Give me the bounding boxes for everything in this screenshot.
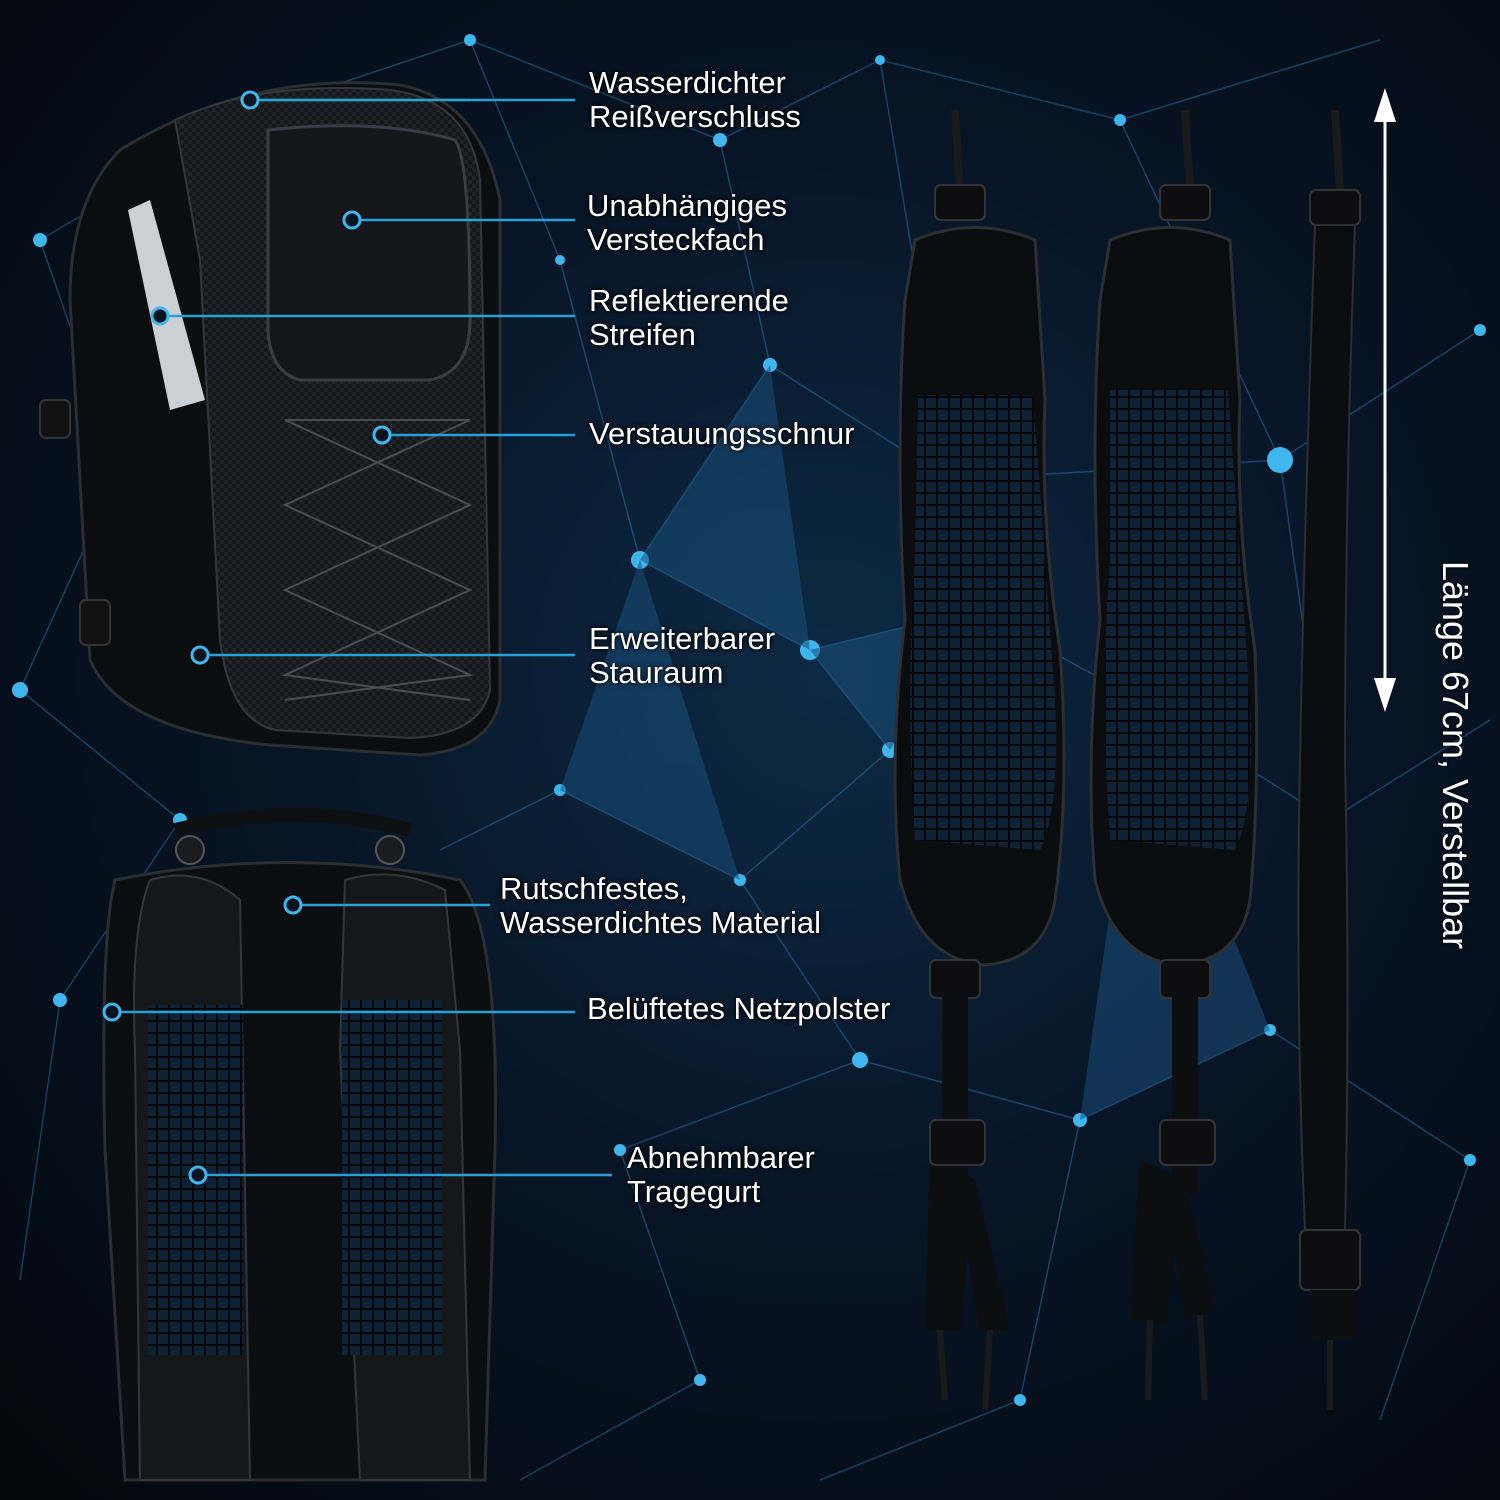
callout-dot-material (283, 895, 303, 915)
callout-expandable-line1: Erweiterbarer (589, 621, 776, 656)
callout-strap-line1: Abnehmbarer (627, 1140, 815, 1175)
callout-dot-mesh (102, 1002, 122, 1022)
double-headed-arrow-icon (1374, 88, 1396, 712)
callout-expandable-line2: Stauraum (589, 655, 724, 690)
callout-dot-zipper (240, 90, 260, 110)
callout-dot-strap (188, 1165, 208, 1185)
callout-mesh-line1: Belüftetes Netzpolster (587, 991, 891, 1026)
callout-expandable: Erweiterbarer Stauraum (589, 622, 775, 690)
callout-bungee-line1: Verstauungsschnur (589, 416, 855, 451)
callout-bungee: Verstauungsschnur (589, 417, 854, 451)
callout-hidden-pocket-line2: Versteckfach (587, 222, 765, 257)
callout-reflective-line2: Streifen (589, 317, 696, 352)
callout-strap: Abnehmbarer Tragegurt (627, 1141, 815, 1209)
callout-hidden-pocket-line1: Unabhängiges (587, 188, 787, 223)
shoulder-strap-3 (1297, 109, 1361, 1410)
callout-material: Rutschfestes, Wasserdichtes Material (500, 872, 821, 940)
callout-dot-pocket (342, 210, 362, 230)
callout-reflective-line1: Reflektierende (589, 283, 789, 318)
callout-material-line2: Wasserdichtes Material (500, 905, 822, 940)
hidden-pocket (266, 124, 472, 382)
callout-hidden-pocket: Unabhängiges Versteckfach (587, 189, 787, 257)
callout-material-line1: Rutschfestes, (500, 871, 688, 906)
strap-length-label: Länge 67cm, Verstellbar (1435, 560, 1476, 950)
callout-mesh: Belüftetes Netzpolster (587, 992, 890, 1026)
callout-zipper: Wasserdichter Reißverschluss (589, 66, 801, 134)
callout-reflective: Reflektierende Streifen (589, 284, 789, 352)
reflective-stripe (128, 200, 205, 410)
callout-zipper-line1: Wasserdichter (589, 65, 786, 100)
bungee-cord (281, 419, 474, 701)
callout-zipper-line2: Reißverschluss (589, 99, 801, 134)
callout-strap-line2: Tragegurt (627, 1174, 761, 1209)
shoulder-strap-2 (1089, 109, 1259, 1401)
shoulder-strap-1 (893, 109, 1066, 1411)
mesh-pad-right (342, 1000, 442, 1355)
callout-dot-expandable (190, 645, 210, 665)
callout-dot-reflective (150, 306, 170, 326)
bag-back-view (102, 808, 498, 1482)
callout-dot-bungee (372, 425, 392, 445)
